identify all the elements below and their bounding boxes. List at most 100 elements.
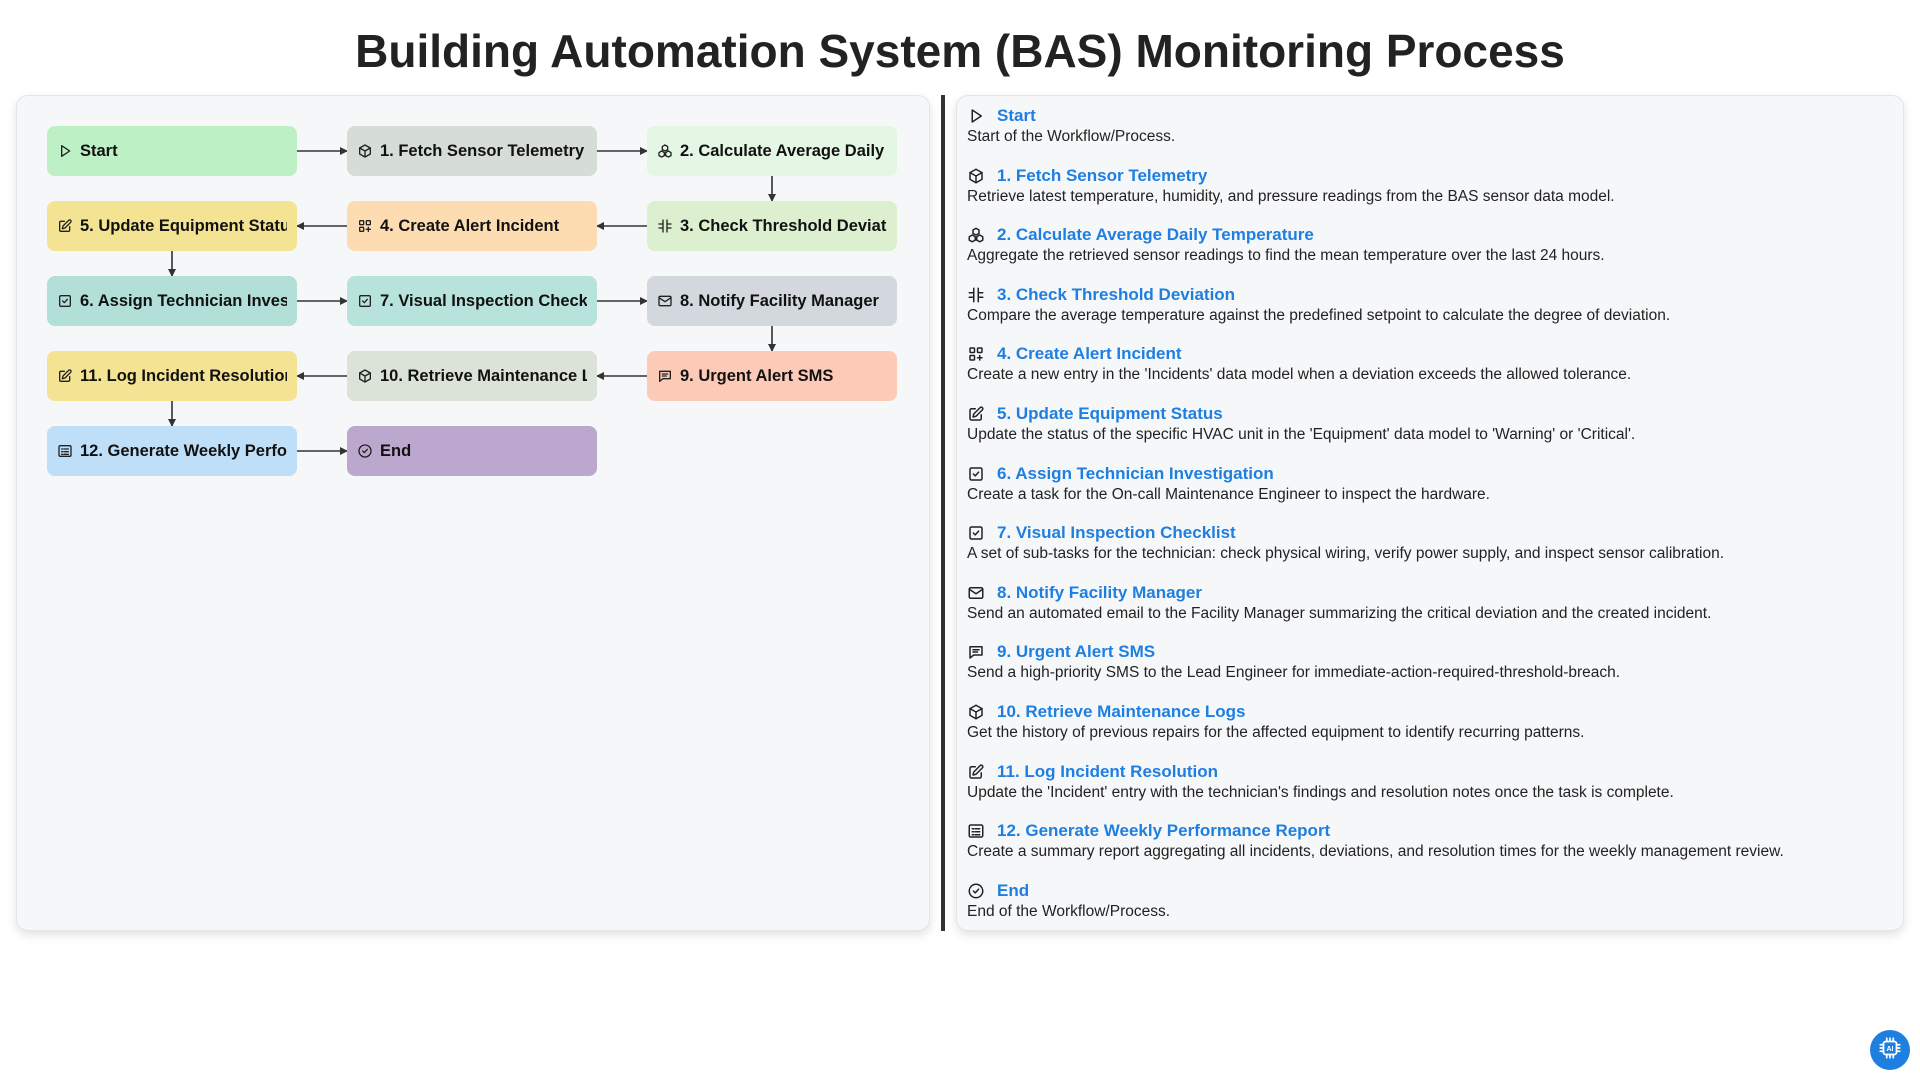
check-circle-icon [357,443,373,459]
flow-node-n8[interactable]: 8. Notify Facility Manager [647,276,897,326]
edit-icon [57,368,73,384]
flow-node-label: 8. Notify Facility Manager [680,291,879,310]
grid-plus-icon [357,218,373,234]
step-title-link[interactable]: 12. Generate Weekly Performance Report [997,821,1331,841]
step-description-header: End [967,881,1887,901]
ai-assistant-button[interactable]: AI [1870,1030,1910,1070]
flow-node-n3[interactable]: 3. Check Threshold Deviation [647,201,897,251]
step-title-link[interactable]: 6. Assign Technician Investigation [997,463,1274,483]
flow-node-n9[interactable]: 9. Urgent Alert SMS [647,351,897,401]
play-icon [967,107,985,125]
message-icon [967,643,985,661]
flow-node-n4[interactable]: 4. Create Alert Incident [347,201,597,251]
grid-plus-icon [967,345,985,363]
flow-node-n11[interactable]: 11. Log Incident Resolution [47,351,297,401]
step-description-text: Update the status of the specific HVAC u… [967,425,1636,443]
list-icon [967,822,985,840]
flow-node-n5[interactable]: 5. Update Equipment Status [47,201,297,251]
check-circle-icon [967,882,985,900]
cube-icon [967,703,985,721]
flow-node-n7[interactable]: 7. Visual Inspection Checklist [347,276,597,326]
step-title-link[interactable]: 3. Check Threshold Deviation [997,284,1236,304]
flow-node-n2[interactable]: 2. Calculate Average Daily Temperature [647,126,897,176]
step-description-text: Create a task for the On-call Maintenanc… [967,485,1490,503]
step-description-text: Start of the Workflow/Process. [967,128,1176,145]
step-description-header: 1. Fetch Sensor Telemetry [967,166,1887,186]
step-description-header: 3. Check Threshold Deviation [967,285,1887,305]
step-description-header: 2. Calculate Average Daily Temperature [967,225,1887,245]
step-description-text: Send a high-priority SMS to the Lead Eng… [967,664,1621,682]
step-description-text: Get the history of previous repairs for … [967,723,1585,741]
flow-node-label: 5. Update Equipment Status [80,216,287,235]
step-description-text: End of the Workflow/Process. [967,902,1171,920]
step-title-link[interactable]: 1. Fetch Sensor Telemetry [997,165,1208,185]
step-description-header: 4. Create Alert Incident [967,344,1887,364]
step-description-header: 12. Generate Weekly Performance Report [967,821,1887,841]
flow-node-start[interactable]: Start [47,126,297,176]
ai-chip-icon: AI [1877,1035,1903,1066]
step-description-header: 9. Urgent Alert SMS [967,642,1887,662]
flow-node-label: 9. Urgent Alert SMS [680,366,834,385]
flow-node-n1[interactable]: 1. Fetch Sensor Telemetry [347,126,597,176]
message-icon [657,368,673,384]
flow-node-n12[interactable]: 12. Generate Weekly Performance Report [47,426,297,476]
step-title-link[interactable]: 2. Calculate Average Daily Temperature [997,225,1314,245]
list-icon [57,443,73,459]
step-description-header: 10. Retrieve Maintenance Logs [967,702,1887,722]
step-description-header: 7. Visual Inspection Checklist [967,523,1887,543]
step-title-link[interactable]: Start [997,106,1036,125]
flow-node-n6[interactable]: 6. Assign Technician Investigation [47,276,297,326]
step-description-text: Compare the average temperature against … [967,306,1671,324]
step-title-link[interactable]: 5. Update Equipment Status [997,403,1223,423]
step-description-header: 6. Assign Technician Investigation [967,464,1887,484]
step-description-header: 5. Update Equipment Status [967,404,1887,424]
flow-node-end[interactable]: End [347,426,597,476]
flow-node-label: 4. Create Alert Incident [380,216,560,235]
checkbox-icon [57,293,73,309]
flow-node-label: 12. Generate Weekly Performance Report [80,441,287,460]
step-title-link[interactable]: 10. Retrieve Maintenance Logs [997,701,1246,721]
panel-splitter[interactable] [941,95,945,931]
flow-node-label: 11. Log Incident Resolution [80,366,287,385]
flow-diagram-panel: Start 1. Fetch Sensor Telemetry 2. Calcula… [16,95,930,931]
flow-node-label: End [380,441,412,460]
flow-node-label: 3. Check Threshold Deviation [680,216,887,235]
step-description-text: A set of sub-tasks for the technician: c… [967,545,1724,563]
cluster-icon [967,226,985,244]
flow-node-n10[interactable]: 10. Retrieve Maintenance Logs [347,351,597,401]
cube-icon [357,368,373,384]
step-description-item: 9. Urgent Alert SMS Send a high-priority … [967,642,1887,702]
step-title-link[interactable]: 9. Urgent Alert SMS [997,642,1156,662]
page-title: Building Automation System (BAS) Monitor… [355,25,1565,77]
step-title-link[interactable]: 4. Create Alert Incident [997,344,1182,364]
flow-node-label: Start [80,141,118,160]
flow-node-label: 6. Assign Technician Investigation [80,291,287,310]
mail-icon [967,584,985,602]
step-title-link[interactable]: 7. Visual Inspection Checklist [997,523,1236,543]
step-title-link[interactable]: 8. Notify Facility Manager [997,582,1202,602]
edit-icon [57,218,73,234]
checkbox-icon [357,293,373,309]
step-description-text: Aggregate the retrieved sensor readings … [967,247,1605,265]
checkbox-icon [967,465,985,483]
cluster-icon [657,143,673,159]
hash-icon [967,286,985,304]
step-title-link[interactable]: 11. Log Incident Resolution [997,761,1219,781]
step-description-text: Send an automated email to the Facility … [967,604,1712,622]
flow-node-label: 1. Fetch Sensor Telemetry [380,141,585,160]
svg-text:AI: AI [1886,1045,1893,1052]
step-title-link[interactable]: End [997,880,1030,900]
cube-icon [357,143,373,159]
edit-icon [967,763,985,781]
step-description-text: Retrieve latest temperature, humidity, a… [967,187,1615,205]
